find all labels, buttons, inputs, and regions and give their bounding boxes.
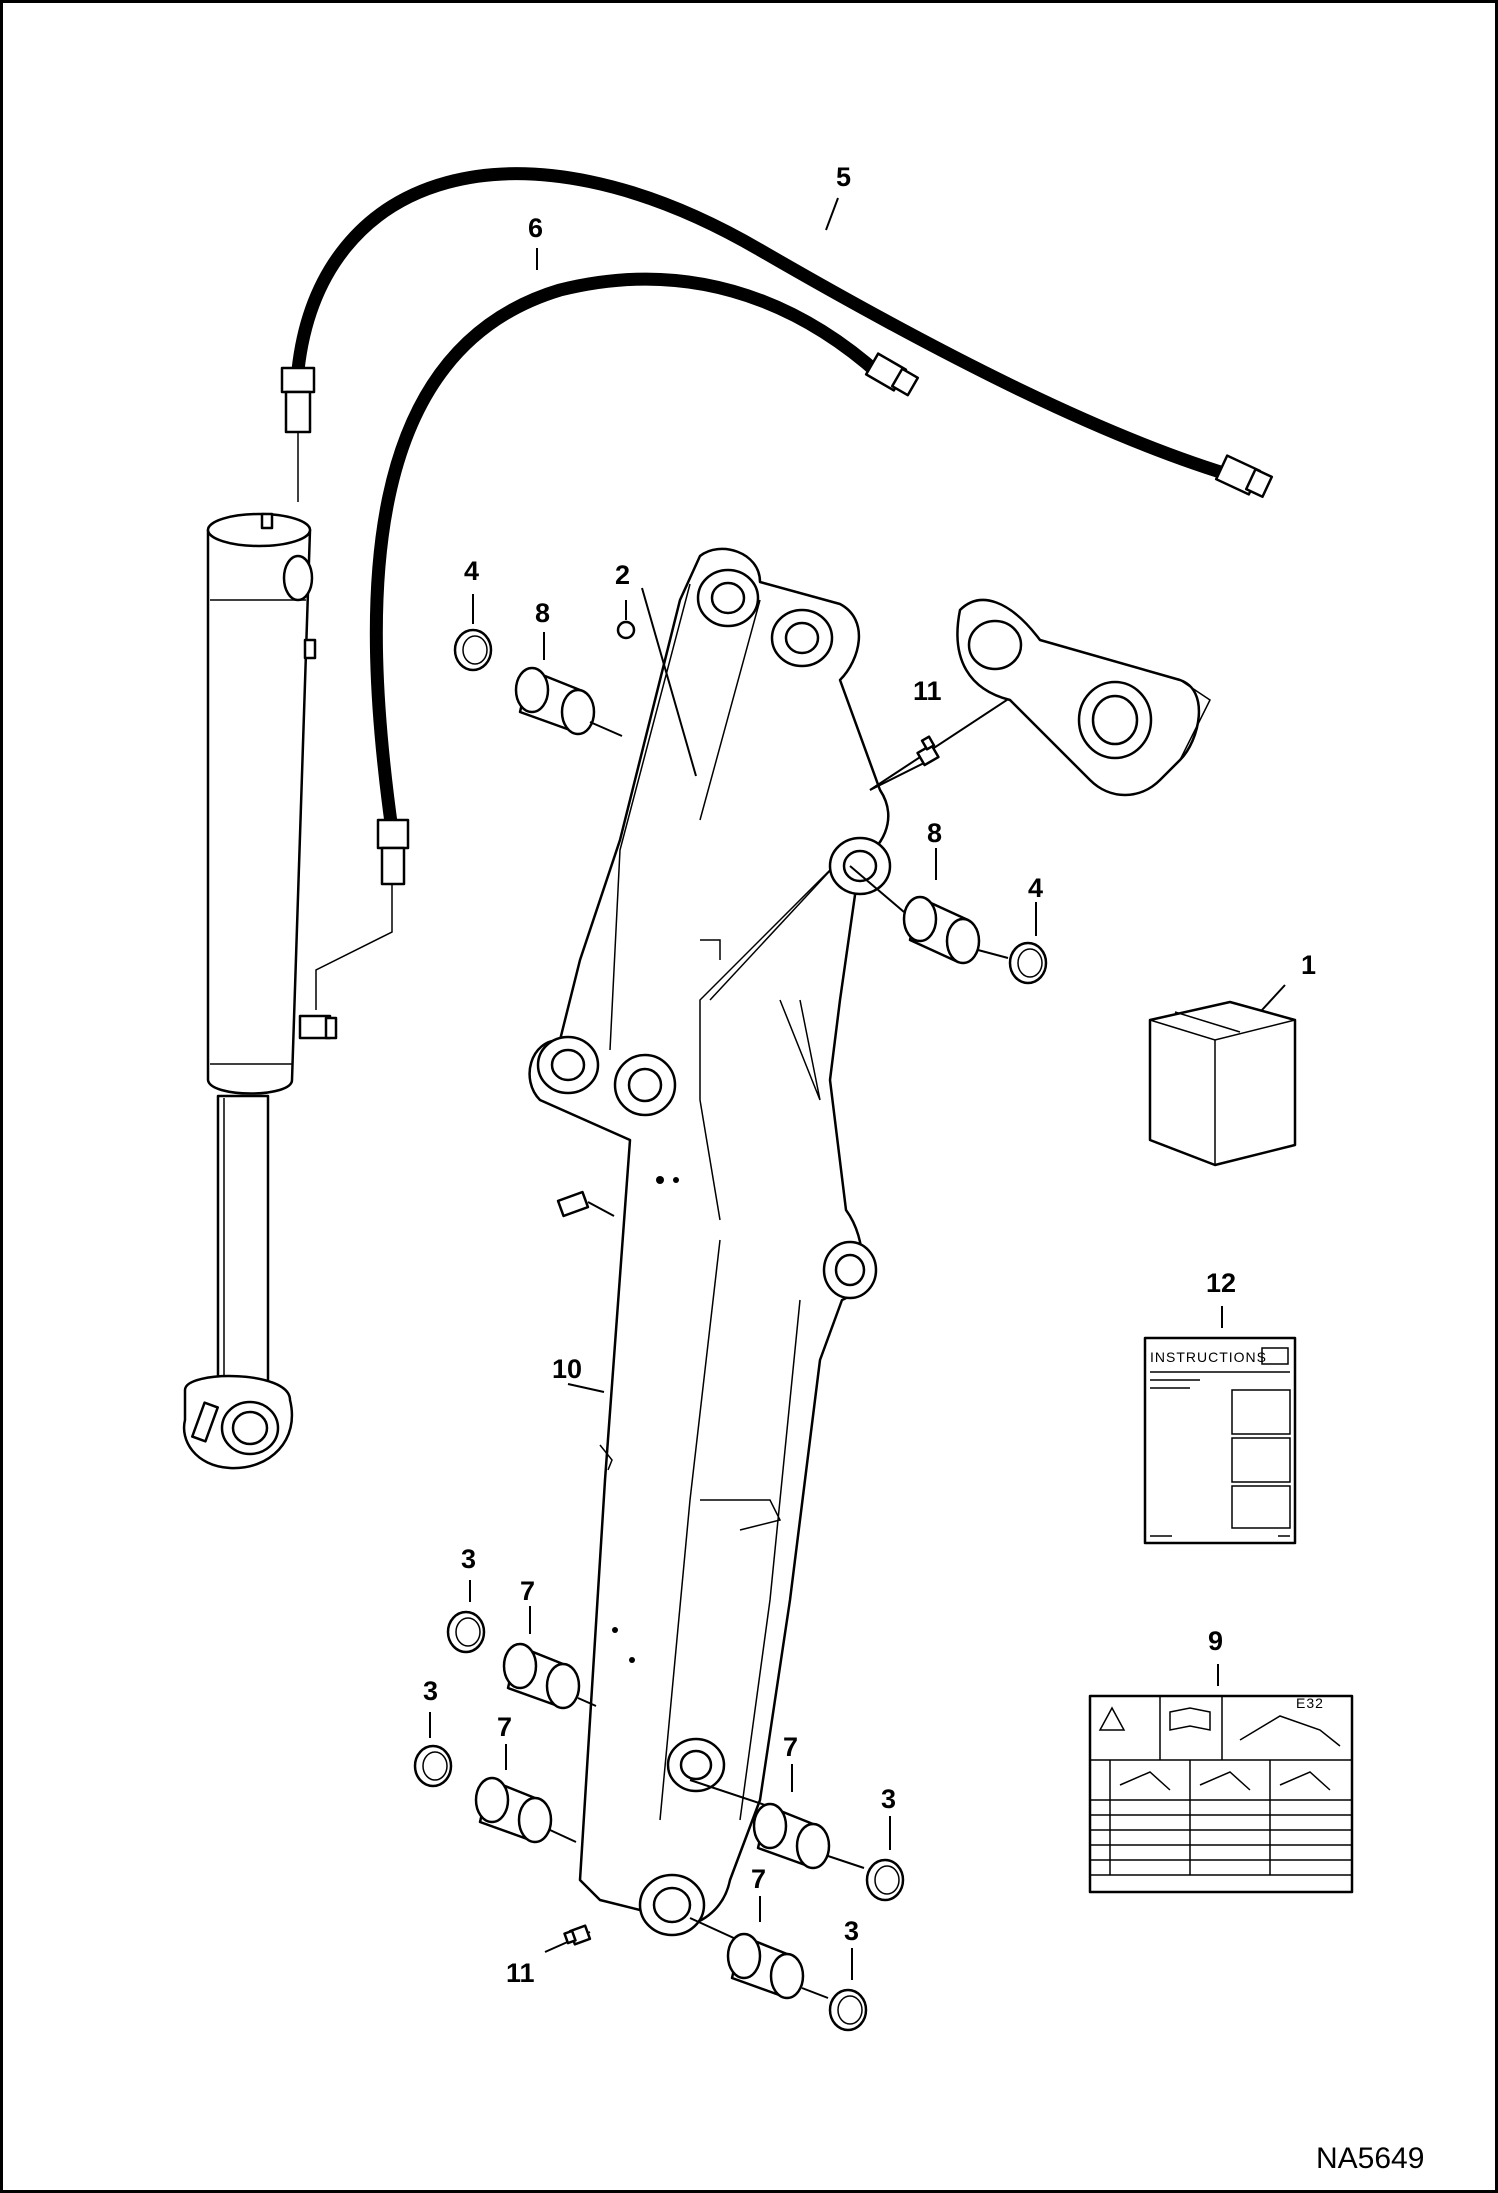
callout-12: 12 [1206, 1268, 1236, 1298]
drawing-id: NA5649 [1316, 2142, 1424, 2175]
callout-labels: 1 2 3 3 3 3 4 4 5 6 7 7 7 7 8 8 9 10 11 … [423, 162, 1316, 1988]
manual-title: INSTRUCTIONS [1150, 1349, 1267, 1365]
callout-3d: 3 [844, 1916, 859, 1946]
bushing-7-d [726, 1932, 805, 2000]
callout-5: 5 [836, 162, 851, 192]
callout-3b: 3 [423, 1676, 438, 1706]
link [956, 598, 1211, 797]
ring-4-upper [453, 628, 493, 672]
ring-3-b [413, 1744, 453, 1788]
callout-8b: 8 [927, 818, 942, 848]
callout-10: 10 [552, 1354, 582, 1384]
callout-1: 1 [1301, 950, 1316, 980]
grease-fitting-upper [916, 735, 940, 767]
callout-11b: 11 [506, 1958, 535, 1988]
capacity-decal: E32 [1088, 1694, 1354, 1894]
callout-8a: 8 [535, 598, 550, 628]
hose-6 [369, 272, 920, 886]
ring-3-d [828, 1988, 868, 2032]
callout-7c: 7 [783, 1732, 798, 1762]
callout-11a: 11 [913, 676, 942, 706]
bushing-7-a [502, 1642, 581, 1710]
callout-7a: 7 [520, 1576, 535, 1606]
ring-3-a [446, 1610, 486, 1654]
ring-3-c [865, 1858, 905, 1902]
bushing-7-b [474, 1776, 553, 1844]
decal-model: E32 [1296, 1695, 1324, 1711]
ring-4-right [1008, 941, 1048, 985]
callout-4a: 4 [464, 556, 479, 586]
bolt [556, 1190, 590, 1218]
callout-7b: 7 [497, 1712, 512, 1742]
callout-4b: 4 [1028, 873, 1043, 903]
callout-2: 2 [615, 560, 630, 590]
callout-6: 6 [528, 213, 543, 243]
callout-3c: 3 [881, 1784, 896, 1814]
instructions-manual: INSTRUCTIONS [1143, 1336, 1297, 1545]
grease-fitting-lower [563, 1924, 592, 1946]
bushing-8-right [902, 895, 981, 965]
kit-box [1148, 1000, 1297, 1167]
callout-3a: 3 [461, 1544, 476, 1574]
bushing-7-c [752, 1802, 831, 1870]
hose-5 [280, 167, 1274, 499]
hydraulic-cylinder [182, 512, 338, 1470]
bushing-8-upper [514, 666, 596, 736]
boom-assembly [528, 547, 892, 1937]
ball [616, 620, 636, 640]
callout-7d: 7 [751, 1864, 766, 1894]
callout-9: 9 [1208, 1626, 1223, 1656]
